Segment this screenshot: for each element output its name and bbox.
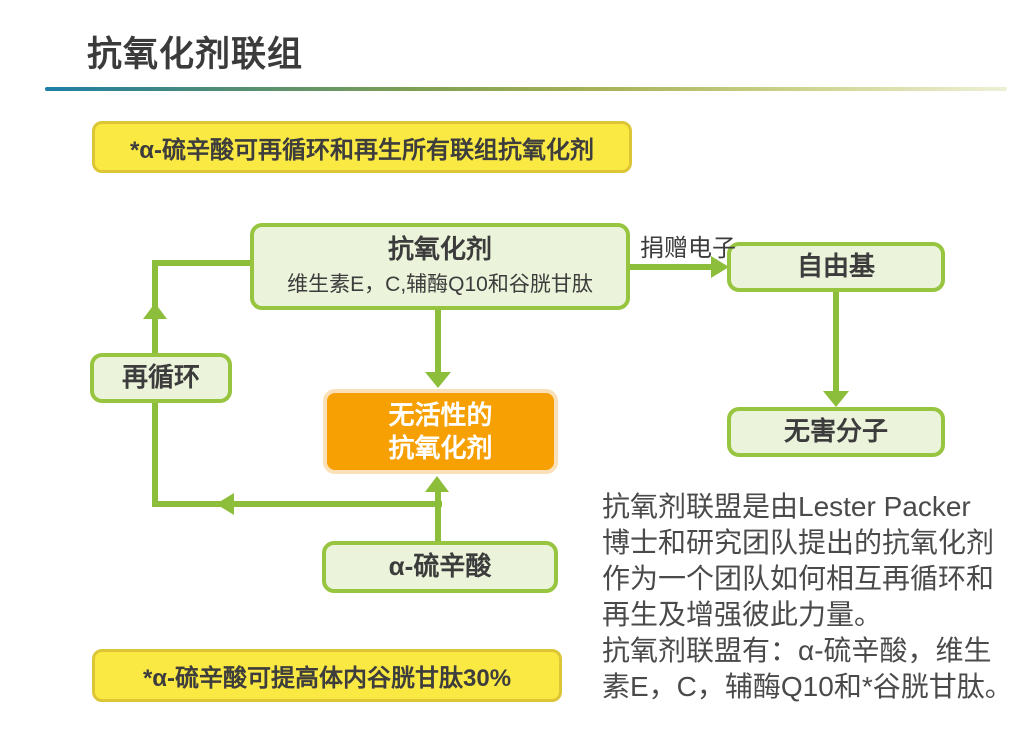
node-alpha-lipoic-acid: α-硫辛酸 <box>322 541 558 593</box>
note-ala-boosts-glutathione-text: *α-硫辛酸可提高体内谷胱甘肽30% <box>142 665 512 692</box>
paragraph-line: 博士和研究团队提出的抗氧化剂 <box>602 527 995 558</box>
node-free-radical: 自由基 <box>727 242 945 292</box>
description-paragraph: 抗氧剂联盟是由Lester Packer 博士和研究团队提出的抗氧化剂 作为一个… <box>602 489 1011 705</box>
node-harmless-molecule: 无害分子 <box>727 407 945 457</box>
note-ala-boosts-glutathione: *α-硫辛酸可提高体内谷胱甘肽30% <box>92 649 562 702</box>
connector-recycle-to-antioxidants-horizontal <box>152 260 254 266</box>
node-free-radical-label: 自由基 <box>796 251 875 282</box>
arrowhead-right-into-free-radical <box>711 256 729 278</box>
paragraph-line: 作为一个团队如何相互再循环和 <box>602 563 995 594</box>
node-antioxidants-subtitle: 维生素E，C,辅酶Q10和谷胱甘肽 <box>287 273 593 297</box>
paragraph-line: 抗氧剂联盟是由Lester Packer <box>602 491 971 522</box>
connector-recycle-down-vertical <box>152 401 158 507</box>
paragraph-line: 再生及增强彼此力量。 <box>602 599 883 630</box>
note-ala-recycles-network: *α-硫辛酸可再循环和再生所有联组抗氧化剂 <box>92 121 632 173</box>
arrowhead-up-into-inactive <box>425 476 449 492</box>
arrowhead-left-toward-recycle <box>216 493 234 515</box>
connector-antioxidants-to-free-radical <box>628 264 712 270</box>
node-inactive-antioxidant-line1: 无活性的 <box>388 399 493 430</box>
arrowhead-up-into-antioxidants-path <box>143 303 167 319</box>
node-recycle-label: 再循环 <box>121 362 200 393</box>
node-antioxidants-title: 抗氧化剂 <box>387 233 492 264</box>
note-ala-recycles-network-text: *α-硫辛酸可再循环和再生所有联组抗氧化剂 <box>129 136 595 164</box>
connector-antioxidants-to-inactive <box>435 308 441 372</box>
connector-ala-to-recycle-horizontal <box>152 501 442 507</box>
node-antioxidants: 抗氧化剂 维生素E，C,辅酶Q10和谷胱甘肽 <box>250 223 630 310</box>
paragraph-line: 抗氧剂联盟有：α-硫辛酸，维生 <box>602 635 992 666</box>
node-inactive-antioxidant-line2: 抗氧化剂 <box>388 432 493 463</box>
arrowhead-down-into-harmless <box>823 391 849 407</box>
node-recycle: 再循环 <box>90 353 232 403</box>
node-alpha-lipoic-acid-label: α-硫辛酸 <box>388 551 492 582</box>
title-divider-line <box>45 87 1007 91</box>
edge-label-donate-electron: 捐赠电子 <box>640 235 736 262</box>
connector-free-radical-to-harmless <box>833 290 839 392</box>
node-inactive-antioxidant: 无活性的 抗氧化剂 <box>323 389 558 474</box>
arrowhead-down-into-inactive <box>425 372 451 388</box>
page-title: 抗氧化剂联组 <box>87 35 304 74</box>
node-harmless-molecule-label: 无害分子 <box>783 416 888 447</box>
paragraph-line: 素E，C，辅酶Q10和*谷胱甘肽。 <box>602 671 1011 702</box>
connector-ala-to-inactive <box>435 490 441 543</box>
